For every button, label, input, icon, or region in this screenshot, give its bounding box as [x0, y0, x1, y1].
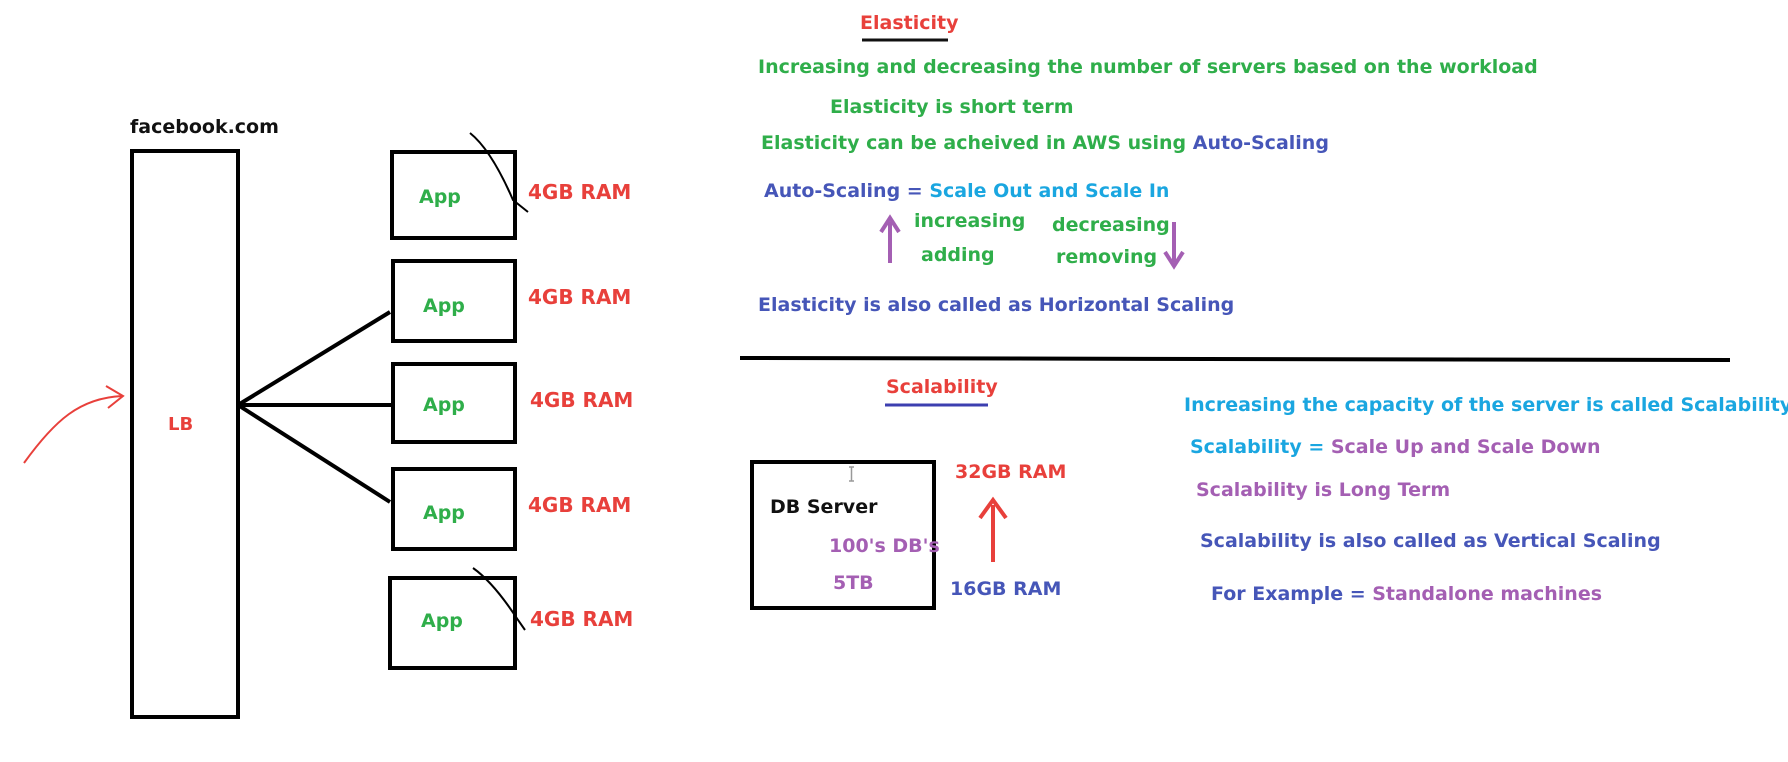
app-ram-label: 4GB RAM [528, 493, 632, 517]
scale-in-word-removing: removing [1056, 246, 1158, 268]
scalability-long-term: Scalability is Long Term [1196, 479, 1451, 501]
scale-in-word-decreasing: decreasing [1052, 214, 1170, 236]
incoming-traffic-arrow [23, 395, 123, 464]
app-server-box [391, 362, 517, 444]
text-cursor-icon [849, 466, 854, 482]
scale-out-word-adding: adding [921, 244, 995, 266]
app-server-label: App [421, 610, 463, 632]
app-server-label: App [423, 295, 465, 317]
app-ram-label: 4GB RAM [530, 607, 634, 631]
app-server-label: App [419, 186, 461, 208]
scalability-example-prefix: For Example = [1211, 583, 1373, 605]
db-storage-label: 5TB [833, 572, 874, 594]
scale-out-arrowhead [879, 214, 901, 234]
ram-before-label: 16GB RAM [950, 578, 1062, 600]
db-server-title: DB Server [770, 496, 878, 518]
app-server-box [388, 576, 517, 670]
elasticity-aws-prefix: Elasticity can be acheived in AWS using [761, 132, 1193, 154]
app-ram-label: 4GB RAM [528, 180, 632, 204]
scalability-vertical-line: Scalability is also called as Vertical S… [1200, 530, 1661, 552]
load-balancer-label: LB [168, 414, 194, 435]
auto-scaling-prefix: Auto-Scaling = [764, 180, 930, 202]
app-server-label: App [423, 394, 465, 416]
load-balancer-box [130, 149, 240, 719]
app-ram-label: 4GB RAM [530, 388, 634, 412]
elasticity-horizontal-line: Elasticity is also called as Horizontal … [758, 294, 1235, 316]
scalability-scale-value: Scale Up and Scale Down [1330, 436, 1601, 458]
scalability-example-value: Standalone machines [1372, 583, 1603, 605]
site-label: facebook.com [130, 116, 279, 138]
scale-out-word-increasing: increasing [914, 210, 1026, 232]
scalability-scale-prefix: Scalability = [1190, 436, 1331, 458]
elasticity-title: Elasticity [860, 12, 959, 34]
elasticity-aws-line: Elasticity can be acheived in AWS using … [761, 134, 1329, 153]
scale-up-arrowhead [978, 496, 1008, 520]
scale-in-arrowhead [1163, 250, 1185, 270]
db-server-box [750, 460, 936, 610]
scalability-example-line: For Example = Standalone machines [1211, 585, 1602, 604]
app-server-label: App [423, 502, 465, 524]
scalability-title: Scalability [886, 376, 998, 398]
app-server-box [390, 150, 517, 240]
elasticity-short-term: Elasticity is short term [830, 96, 1074, 118]
crossout-mark-app1 [469, 132, 529, 213]
incoming-traffic-arrowhead [105, 385, 125, 409]
auto-scaling-line: Auto-Scaling = Scale Out and Scale In [764, 182, 1169, 201]
auto-scaling-value: Scale Out and Scale In [929, 180, 1170, 202]
crossout-mark-app5 [472, 567, 526, 631]
section-divider [739, 356, 1731, 362]
connector-line-app4 [236, 403, 392, 504]
app-ram-label: 4GB RAM [528, 285, 632, 309]
auto-scaling-highlight: Auto-Scaling [1192, 132, 1329, 154]
ram-after-label: 32GB RAM [955, 461, 1067, 483]
elasticity-definition: Increasing and decreasing the number of … [758, 56, 1538, 78]
app-server-box [391, 467, 517, 551]
connector-line-app2 [236, 310, 392, 407]
app-server-box [391, 259, 517, 343]
scalability-scale-line: Scalability = Scale Up and Scale Down [1190, 438, 1601, 457]
scalability-definition: Increasing the capacity of the server is… [1184, 394, 1788, 416]
db-count-label: 100's DB's [829, 535, 940, 557]
